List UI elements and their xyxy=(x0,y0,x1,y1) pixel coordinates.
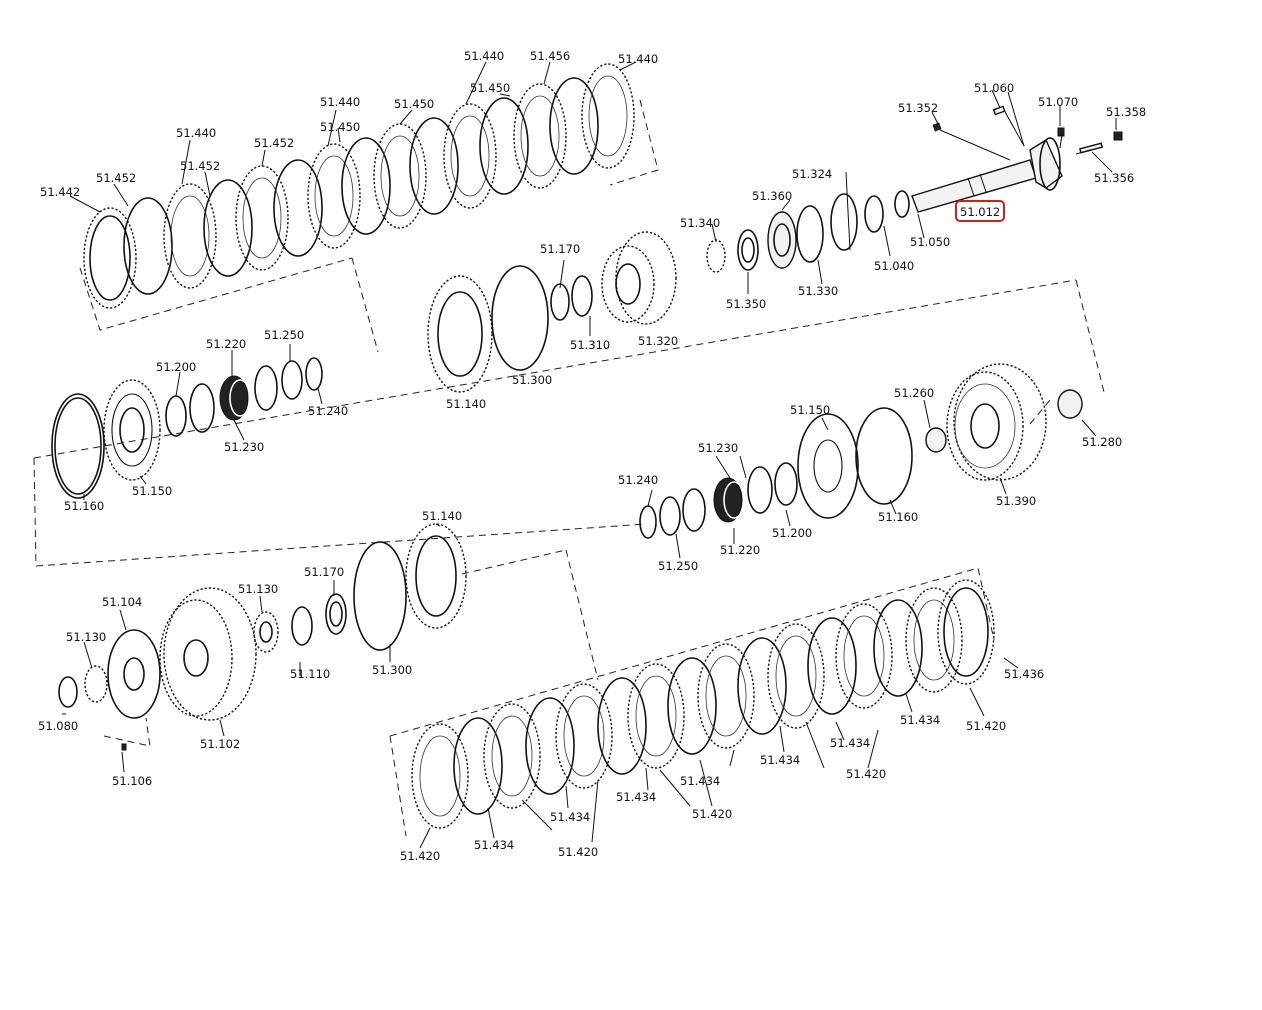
part-label: 51.320 xyxy=(638,334,678,348)
part-label: 51.420 xyxy=(400,849,440,863)
part-label: 51.170 xyxy=(540,242,580,256)
highlight-box xyxy=(955,200,1005,222)
part-label: 51.140 xyxy=(422,509,462,523)
part-label: 51.104 xyxy=(102,595,142,609)
part-label: 51.358 xyxy=(1106,105,1146,119)
part-label: 51.050 xyxy=(910,235,950,249)
part-label: 51.452 xyxy=(254,136,294,150)
lower-clutch-pack: 51.436 51.420 51.434 51.434 51.420 51.43… xyxy=(389,567,1044,863)
part-label: 51.450 xyxy=(394,97,434,111)
part-label: 51.452 xyxy=(96,171,136,185)
upper-clutch-leaders xyxy=(69,61,637,213)
part-label: 51.080 xyxy=(38,719,78,733)
part-label: 51.160 xyxy=(64,499,104,513)
highlighted-part-label[interactable]: 51.012 xyxy=(960,205,1000,219)
part-label: 51.040 xyxy=(874,259,914,273)
part-label: 51.440 xyxy=(320,95,360,109)
part-label: 51.440 xyxy=(618,52,658,66)
part-label: 51.150 xyxy=(132,484,172,498)
right-drum-assembly: 51.260 51.150 51.280 51.390 51.160 51.23… xyxy=(35,363,1122,573)
part-label: 51.324 xyxy=(792,167,832,181)
part-label: 51.434 xyxy=(900,713,940,727)
part-label: 51.420 xyxy=(692,807,732,821)
part-label: 51.200 xyxy=(156,360,196,374)
part-label: 51.350 xyxy=(726,297,766,311)
part-label: 51.434 xyxy=(474,838,514,852)
part-label: 51.390 xyxy=(996,494,1036,508)
part-label: 51.130 xyxy=(66,630,106,644)
part-label: 51.434 xyxy=(550,810,590,824)
part-label: 51.420 xyxy=(966,719,1006,733)
part-label: 51.440 xyxy=(176,126,216,140)
part-label: 51.250 xyxy=(658,559,698,573)
part-label: 51.330 xyxy=(798,284,838,298)
part-label: 51.110 xyxy=(290,667,330,681)
output-shaft xyxy=(911,105,1123,213)
part-label: 51.220 xyxy=(720,543,760,557)
part-label: 51.450 xyxy=(470,81,510,95)
part-label: 51.434 xyxy=(830,736,870,750)
part-label: 51.420 xyxy=(558,845,598,859)
left-piston-assembly: 51.220 51.250 51.200 51.240 51.230 51.16… xyxy=(33,279,1105,567)
shaft-assembly: 51.352 51.060 51.070 51.358 51.356 51.01… xyxy=(427,81,1146,411)
part-label: 51.260 xyxy=(894,386,934,400)
part-label: 51.420 xyxy=(846,767,886,781)
part-label: 51.140 xyxy=(446,397,486,411)
part-label: 51.340 xyxy=(680,216,720,230)
part-label: 51.106 xyxy=(112,774,152,788)
part-label: 51.130 xyxy=(238,582,278,596)
part-label: 51.280 xyxy=(1082,435,1122,449)
input-assembly: 51.140 51.170 51.300 51.130 51.104 51.13… xyxy=(38,509,599,788)
part-label: 51.160 xyxy=(878,510,918,524)
input-gear xyxy=(159,587,257,721)
part-label: 51.360 xyxy=(752,189,792,203)
part-label: 51.434 xyxy=(680,774,720,788)
lower-clutch-discs xyxy=(411,579,995,829)
part-label: 51.070 xyxy=(1038,95,1078,109)
part-label: 51.456 xyxy=(530,49,570,63)
part-label: 51.452 xyxy=(180,159,220,173)
planet-gear xyxy=(601,231,677,325)
part-label: 51.230 xyxy=(698,441,738,455)
part-label: 51.220 xyxy=(206,337,246,351)
part-label: 51.240 xyxy=(618,473,658,487)
part-label: 51.150 xyxy=(790,403,830,417)
part-label: 51.450 xyxy=(320,120,360,134)
part-label: 51.230 xyxy=(224,440,264,454)
part-label: 51.250 xyxy=(264,328,304,342)
upper-clutch-discs xyxy=(83,63,635,309)
part-label: 51.436 xyxy=(1004,667,1044,681)
upper-clutch-pack: 51.442 51.452 51.440 51.452 51.452 51.44… xyxy=(40,49,659,353)
part-label: 51.440 xyxy=(464,49,504,63)
part-label: 51.240 xyxy=(308,404,348,418)
part-label: 51.200 xyxy=(772,526,812,540)
part-label: 51.170 xyxy=(304,565,344,579)
part-label: 51.442 xyxy=(40,185,80,199)
clutch-drum xyxy=(946,363,1047,481)
part-label: 51.352 xyxy=(898,101,938,115)
part-label: 51.434 xyxy=(760,753,800,767)
part-label: 51.356 xyxy=(1094,171,1134,185)
part-label: 51.300 xyxy=(512,373,552,387)
part-label: 51.310 xyxy=(570,338,610,352)
part-label: 51.102 xyxy=(200,737,240,751)
part-label: 51.300 xyxy=(372,663,412,677)
part-label: 51.434 xyxy=(616,790,656,804)
part-label: 51.060 xyxy=(974,81,1014,95)
